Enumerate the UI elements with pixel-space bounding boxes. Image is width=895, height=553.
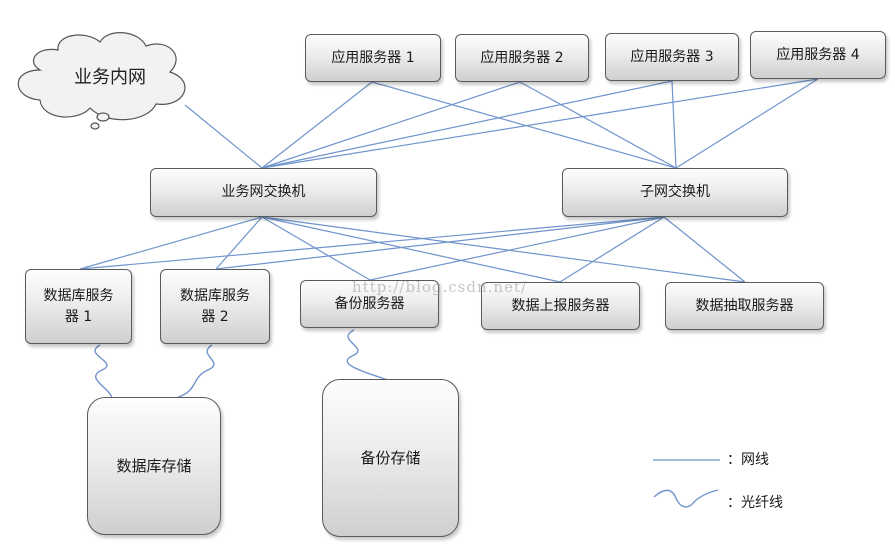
cloud-shape bbox=[17, 32, 186, 130]
app-server-2[interactable]: 应用服务器 2 bbox=[455, 34, 589, 82]
db-storage-label: 数据库存储 bbox=[116, 456, 192, 475]
network-link-subnet-switch-to-report bbox=[559, 216, 665, 283]
cloud-business-intranet-label: 业务内网 bbox=[74, 67, 146, 88]
watermark: http://blog.csdn.net/ bbox=[352, 278, 528, 296]
network-link-app4-to-subnet-switch bbox=[675, 78, 819, 169]
network-link-app1-to-subnet-switch bbox=[371, 81, 677, 169]
backup-server[interactable]: 备份服务器 bbox=[300, 280, 439, 328]
db-server-1-label: 数据库服务器 1 bbox=[43, 287, 114, 325]
db-server-1[interactable]: 数据库服务器 1 bbox=[25, 269, 132, 344]
network-link-subnet-switch-to-extract bbox=[663, 216, 746, 283]
network-link-app2-to-business-switch bbox=[261, 81, 521, 169]
app-server-1[interactable]: 应用服务器 1 bbox=[305, 34, 441, 82]
network-link-cloud-to-business-switch bbox=[184, 104, 263, 169]
network-link-app4-to-business-switch bbox=[261, 78, 819, 169]
app-server-4-label: 应用服务器 4 bbox=[776, 46, 860, 63]
network-link-subnet-switch-to-db1 bbox=[79, 216, 665, 270]
business-switch[interactable]: 业务网交换机 bbox=[150, 168, 377, 217]
app-server-3-label: 应用服务器 3 bbox=[630, 48, 714, 65]
network-link-app2-to-subnet-switch bbox=[519, 81, 677, 169]
backup-server-label: 备份服务器 bbox=[334, 295, 405, 312]
network-link-business-switch-to-db1 bbox=[79, 216, 263, 270]
extract-server[interactable]: 数据抽取服务器 bbox=[665, 282, 824, 330]
network-link-business-switch-to-extract bbox=[261, 216, 746, 283]
legend-fiber-sample bbox=[653, 489, 719, 508]
app-server-2-label: 应用服务器 2 bbox=[480, 49, 564, 66]
fiber-link-backup-storage bbox=[346, 329, 389, 381]
subnet-switch-label: 子网交换机 bbox=[640, 184, 710, 200]
network-link-app3-to-subnet-switch bbox=[671, 80, 677, 169]
app-server-1-label: 应用服务器 1 bbox=[331, 49, 415, 66]
backup-storage[interactable]: 备份存储 bbox=[322, 379, 459, 537]
report-server-label: 数据上报服务器 bbox=[511, 297, 610, 314]
network-link-app1-to-business-switch bbox=[261, 81, 373, 169]
extract-server-label: 数据抽取服务器 bbox=[695, 297, 794, 314]
legend-fiber-label: ：光纤线 bbox=[727, 495, 783, 511]
network-link-business-switch-to-report bbox=[261, 216, 561, 283]
network-link-subnet-switch-to-db2 bbox=[215, 216, 665, 270]
network-link-app3-to-business-switch bbox=[261, 80, 673, 169]
backup-storage-label: 备份存储 bbox=[360, 448, 421, 467]
db-server-2-label: 数据库服务器 2 bbox=[180, 287, 250, 325]
app-server-4[interactable]: 应用服务器 4 bbox=[750, 31, 886, 79]
business-switch-label: 业务网交换机 bbox=[221, 184, 306, 200]
legend-network-cable-label: ：网线 bbox=[727, 452, 769, 468]
fiber-link-db2-storage bbox=[175, 344, 215, 399]
network-link-business-switch-to-db2 bbox=[215, 216, 263, 270]
fiber-link-db1-storage bbox=[94, 344, 113, 399]
db-storage[interactable]: 数据库存储 bbox=[87, 397, 221, 535]
db-server-2[interactable]: 数据库服务器 2 bbox=[160, 269, 270, 344]
report-server[interactable]: 数据上报服务器 bbox=[481, 282, 640, 330]
network-link-subnet-switch-to-backup bbox=[369, 216, 665, 281]
app-server-3[interactable]: 应用服务器 3 bbox=[605, 33, 739, 81]
subnet-switch[interactable]: 子网交换机 bbox=[562, 168, 788, 217]
